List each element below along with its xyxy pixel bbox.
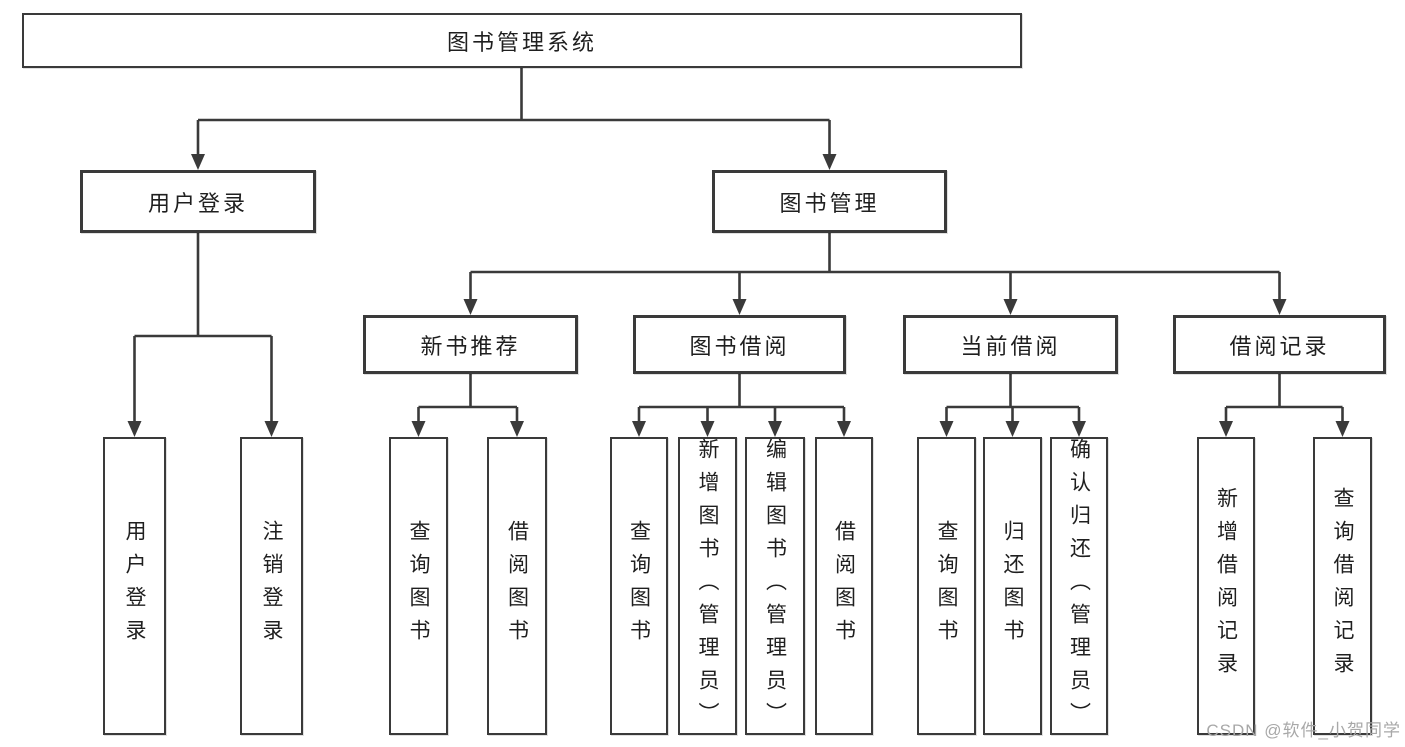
node-label: 借阅记录 bbox=[1229, 333, 1330, 359]
leaf-label: 用户登录 bbox=[123, 520, 146, 652]
node-user-login: 用户登录 bbox=[80, 170, 316, 233]
leaf-label: 查询借阅记录 bbox=[1331, 487, 1354, 685]
node-label: 图书借阅 bbox=[689, 333, 790, 359]
leaf-query-books-current: 查询图书 bbox=[917, 437, 976, 735]
leaf-label: 查询图书 bbox=[627, 520, 651, 652]
connector-root bbox=[191, 68, 837, 170]
node-library-management-system: 图书管理系统 bbox=[22, 13, 1022, 68]
connector-book-borrow bbox=[632, 374, 851, 437]
leaf-label: 借阅图书 bbox=[505, 520, 529, 652]
leaf-add-borrow-record: 新增借阅记录 bbox=[1197, 437, 1255, 735]
leaf-user-login: 用户登录 bbox=[103, 437, 166, 735]
leaf-label: 确认归还（管理员） bbox=[1067, 437, 1091, 735]
node-label: 图书管理 bbox=[779, 190, 880, 216]
node-book-management: 图书管理 bbox=[712, 170, 947, 233]
node-current-borrow: 当前借阅 bbox=[903, 315, 1118, 374]
connector-borrow-records bbox=[1219, 374, 1350, 437]
connector-new-book-recommend bbox=[411, 374, 524, 437]
connector-user-login bbox=[127, 233, 279, 437]
leaf-label: 新增借阅记录 bbox=[1214, 487, 1238, 685]
leaf-label: 查询图书 bbox=[407, 520, 430, 652]
leaf-query-books-recommend: 查询图书 bbox=[389, 437, 448, 735]
leaf-label: 借阅图书 bbox=[832, 520, 856, 652]
node-label: 当前借阅 bbox=[960, 333, 1061, 359]
connector-current-borrow bbox=[939, 374, 1086, 437]
leaf-label: 归还图书 bbox=[1001, 520, 1024, 652]
leaf-label: 查询图书 bbox=[935, 520, 958, 652]
node-book-borrow: 图书借阅 bbox=[633, 315, 846, 374]
leaf-query-books-borrow: 查询图书 bbox=[610, 437, 668, 735]
node-label: 用户登录 bbox=[147, 190, 248, 216]
connector-book-management bbox=[463, 233, 1287, 315]
node-label: 新书推荐 bbox=[420, 333, 521, 359]
leaf-return-books: 归还图书 bbox=[983, 437, 1042, 735]
leaf-borrow-books: 借阅图书 bbox=[815, 437, 873, 735]
watermark: CSDN @软件_小贺同学 bbox=[1206, 721, 1401, 740]
leaf-confirm-return-admin: 确认归还（管理员） bbox=[1050, 437, 1108, 735]
node-borrow-records: 借阅记录 bbox=[1173, 315, 1386, 374]
leaf-query-borrow-record: 查询借阅记录 bbox=[1313, 437, 1372, 735]
leaf-label: 注销登录 bbox=[260, 520, 283, 652]
node-new-book-recommend: 新书推荐 bbox=[363, 315, 578, 374]
leaf-label: 编辑图书（管理员） bbox=[763, 437, 787, 735]
leaf-borrow-books-recommend: 借阅图书 bbox=[487, 437, 547, 735]
leaf-add-books-admin: 新增图书（管理员） bbox=[678, 437, 737, 735]
leaf-logout: 注销登录 bbox=[240, 437, 303, 735]
node-label: 图书管理系统 bbox=[446, 29, 597, 55]
leaf-label: 新增图书（管理员） bbox=[696, 437, 719, 735]
leaf-edit-books-admin: 编辑图书（管理员） bbox=[745, 437, 805, 735]
